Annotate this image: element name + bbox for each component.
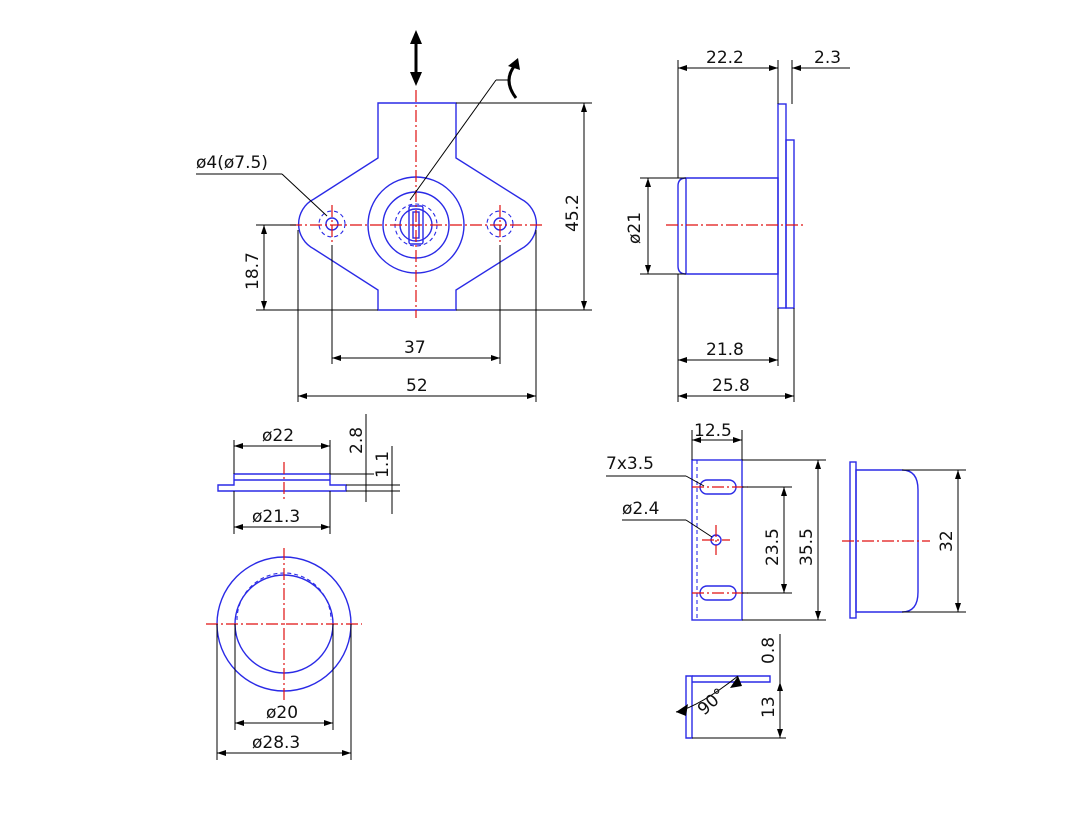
rotation-arrow-icon [507, 58, 520, 99]
dim-inner-diameter-text: ø20 [266, 703, 298, 723]
keyway-leader [409, 79, 497, 201]
side-cylinder-body [677, 177, 779, 275]
ring-top-view: ø20 ø28.3 [206, 548, 362, 760]
dim-leg-text: 13 [759, 696, 779, 718]
dim-bolt-height-text: 32 [937, 530, 957, 552]
dim-thickness-text: 1.1 [373, 451, 393, 478]
dim-hole-spacing-text: 37 [404, 338, 426, 358]
dim-height-left-text: 18.7 [243, 252, 263, 290]
dim-flange-text: 2.3 [814, 48, 841, 68]
dim-height-total-text: 45.2 [563, 194, 583, 232]
side-flange-step [785, 139, 795, 309]
dim-plate-thickness-text: 0.8 [759, 637, 779, 664]
dim-inner-length-text: 21.8 [706, 340, 744, 360]
side-flange [777, 103, 787, 309]
up-down-arrow-icon [410, 30, 422, 86]
dim-top-diameter-text: ø22 [262, 426, 294, 446]
hole-callout-strike-text: ø2.4 [622, 499, 659, 519]
dim-width-text: 52 [406, 376, 428, 396]
dim-plate-width-text: 12.5 [694, 421, 732, 441]
strike-plate-view: 12.5 7x3.5 ø2.4 23.5 35.5 90° 0.8 13 [606, 421, 826, 739]
dim-height-text: 2.8 [347, 427, 367, 454]
angle-label-text: 90° [694, 685, 730, 720]
bolt-flange [849, 461, 857, 619]
mounting-hole-right-counterbore [486, 210, 514, 238]
dim-body-length-text: 22.2 [706, 48, 744, 68]
front-view: ø4(ø7.5) 18.7 45.2 37 52 [196, 30, 592, 402]
strike-plate-outline [691, 459, 743, 621]
bolt-view: 32 [842, 461, 966, 619]
ring-side-view: ø22 ø21.3 2.8 1.1 [217, 414, 400, 534]
dim-total-length-text: 25.8 [712, 376, 750, 396]
hole-callout-text: ø4(ø7.5) [196, 153, 268, 173]
dim-bottom-diameter-text: ø21.3 [252, 507, 300, 527]
side-view: 22.2 2.3 ø21 21.8 25.8 [625, 48, 850, 402]
dim-outer-diameter-text: ø28.3 [252, 733, 300, 753]
mounting-hole-left-counterbore [318, 210, 346, 238]
dim-diameter-text: ø21 [625, 212, 645, 244]
slot-callout-text: 7x3.5 [606, 454, 654, 474]
ring-side-outline [217, 473, 347, 492]
dim-slot-spacing-text: 23.5 [763, 528, 783, 566]
dim-plate-height-text: 35.5 [797, 528, 817, 566]
